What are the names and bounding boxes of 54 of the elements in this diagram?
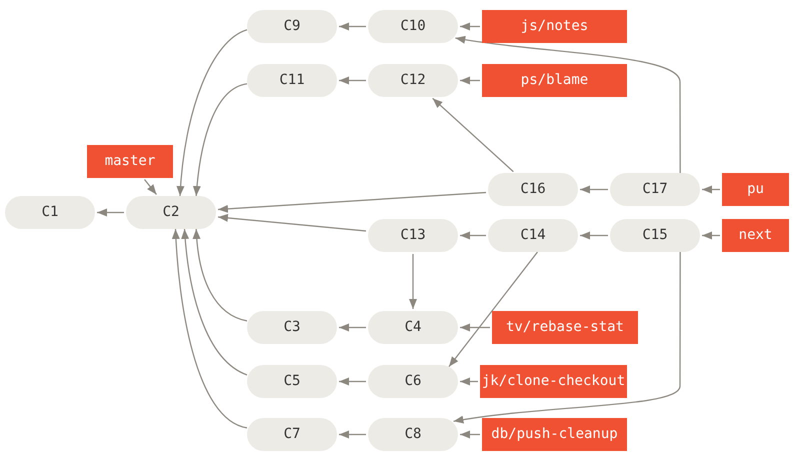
arrow [192,228,248,322]
commit-node: C17 [610,173,700,206]
arrow [181,228,248,376]
arrow [455,36,681,173]
commit-node: C3 [247,311,337,344]
commit-node: C12 [368,64,458,97]
arrow [176,29,248,196]
commit-node: C11 [247,64,337,97]
branch-label: pu [722,173,789,206]
arrow [339,22,366,30]
arrow [172,228,248,428]
commit-node: C13 [368,219,458,252]
arrow [453,252,681,424]
arrow [460,324,490,332]
arrow [432,98,514,172]
arrow [702,232,720,240]
commit-node: C2 [126,196,216,229]
commit-node: C7 [247,418,337,451]
commit-node: C6 [368,365,458,398]
arrow [580,186,608,194]
commit-node: C5 [247,365,337,398]
commit-node: C4 [368,311,458,344]
arrow [448,252,538,368]
arrow [339,378,366,386]
branch-label: js/notes [482,10,627,43]
arrow [460,232,486,240]
arrow [409,254,417,309]
arrow [460,430,480,438]
commit-node: C1 [5,196,95,229]
commit-node: C16 [488,173,578,206]
arrow [580,232,608,240]
commit-node: C8 [368,418,458,451]
branch-label: jk/clone-checkout [480,365,627,398]
arrow [218,192,486,213]
arrow [193,83,248,196]
arrow [339,76,366,84]
commit-node: C15 [610,219,700,252]
arrow [218,214,366,232]
arrow [97,208,124,216]
arrow [460,76,480,84]
arrow [144,179,157,195]
commit-node: C9 [247,10,337,43]
branch-label: db/push-cleanup [482,418,627,451]
commit-node: C10 [368,10,458,43]
branch-label: ps/blame [482,64,627,97]
branch-label: master [87,145,173,178]
branch-label: next [722,219,789,252]
arrow [339,324,366,332]
arrow [339,430,366,438]
commit-node: C14 [488,219,578,252]
arrow [702,186,720,194]
branch-label: tv/rebase-stat [492,311,638,344]
arrow [460,378,478,386]
arrow [460,22,480,30]
